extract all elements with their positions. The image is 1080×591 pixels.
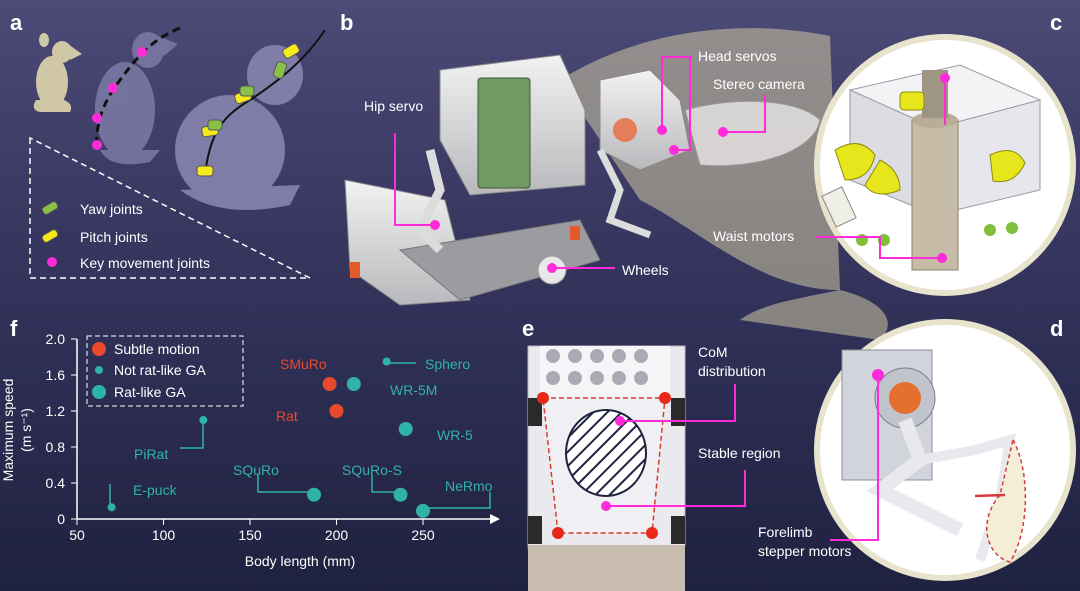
- d-leader-lines: [830, 369, 884, 541]
- panel-letter-b: b: [340, 10, 354, 35]
- data-point: [393, 487, 408, 502]
- legend-label: Not rat-like GA: [114, 362, 206, 378]
- e-leader-lines: [601, 384, 746, 511]
- com-ellipse: [565, 409, 647, 497]
- data-point: [107, 503, 116, 512]
- data-point-label: WR-5: [437, 427, 473, 443]
- circuit-board: [477, 77, 531, 189]
- label-stepper-1: Forelimb: [758, 524, 813, 540]
- data-point-label: NeRmo: [445, 478, 493, 494]
- data-point: [382, 357, 391, 366]
- label-hip-servo: Hip servo: [364, 98, 424, 114]
- rat-silhouette-beige: [33, 33, 82, 112]
- data-point: [329, 404, 344, 418]
- label-waist-motors: Waist motors: [713, 228, 795, 244]
- y-tick-label: 0: [57, 511, 65, 527]
- data-point-label: E-puck: [133, 482, 178, 498]
- point-leader-line: [180, 421, 204, 449]
- b-leader-lines: [394, 56, 766, 273]
- x-tick-label: 100: [152, 527, 176, 543]
- legend-triangle: [29, 136, 311, 279]
- data-point: [416, 503, 430, 518]
- label-com-2: distribution: [698, 363, 766, 379]
- y-tick-label: 0.4: [46, 475, 66, 491]
- legend-pitch-label: Pitch joints: [80, 229, 148, 245]
- key-joints: [92, 47, 147, 150]
- label-forepaw-1: Forepaw: [955, 366, 1010, 382]
- label-stable-region: Stable region: [698, 445, 781, 461]
- data-point-label: SQuRo: [233, 462, 279, 478]
- data-point: [307, 487, 322, 502]
- legend-marker: [95, 366, 103, 374]
- data-point-label: Sphero: [425, 356, 470, 372]
- panel-letter-a: a: [10, 10, 23, 35]
- legend-yaw-label: Yaw joints: [80, 201, 143, 217]
- y-tick-label: 2.0: [46, 331, 66, 347]
- label-forepaw-2: trajectory: [955, 386, 1013, 402]
- x-tick-label: 50: [69, 527, 85, 543]
- point-leader-line: [257, 475, 312, 493]
- data-point-label: SMuRo: [280, 356, 327, 372]
- support-points: [537, 392, 671, 539]
- label-com-1: CoM: [698, 344, 728, 360]
- y-axis-label: Maximum speed: [0, 379, 16, 482]
- y-axis-unit: (m s⁻¹): [18, 408, 34, 452]
- x-tick-label: 200: [325, 527, 349, 543]
- x-tick-label: 150: [238, 527, 262, 543]
- data-point-label: WR-5M: [390, 382, 437, 398]
- data-point: [346, 377, 361, 391]
- legend-label: Rat-like GA: [114, 384, 186, 400]
- yaw-joints: [207, 61, 288, 131]
- legend-key-label: Key movement joints: [80, 255, 210, 271]
- x-axis-arrow: [490, 514, 500, 524]
- e-holes: [546, 349, 648, 385]
- panel-letter-d: d: [1050, 316, 1064, 341]
- x-tick-label: 250: [411, 527, 435, 543]
- x-axis-label: Body length (mm): [245, 553, 355, 569]
- legend-yaw-icon: [41, 201, 59, 215]
- y-tick-label: 1.6: [46, 367, 66, 383]
- rat-head-shell: [684, 100, 821, 167]
- label-stepper-2: stepper motors: [758, 543, 852, 559]
- label-wheels: Wheels: [622, 262, 669, 278]
- legend-key-icon: [47, 257, 57, 267]
- y-tick-label: 1.2: [46, 403, 66, 419]
- panel-letter-f: f: [10, 316, 18, 341]
- data-point-label: SQuRo-S: [342, 462, 402, 478]
- panel-letter-e: e: [522, 316, 535, 341]
- legend-pitch-icon: [41, 229, 59, 243]
- data-point: [199, 416, 208, 424]
- y-tick-label: 0.8: [46, 439, 66, 455]
- legend-label: Subtle motion: [114, 341, 200, 357]
- point-leader-line: [424, 492, 491, 509]
- label-stereo-camera: Stereo camera: [713, 76, 805, 92]
- data-point-label: Rat: [276, 408, 298, 424]
- label-head-servos: Head servos: [698, 48, 777, 64]
- data-point-label: PiRat: [134, 446, 168, 462]
- c-leader-lines: [815, 73, 950, 263]
- panel-letter-c: c: [1050, 10, 1063, 35]
- legend-box: [86, 335, 244, 407]
- legend-marker: [92, 385, 106, 399]
- spine-dashed-line: [95, 26, 181, 151]
- forepaw-trajectory: [986, 437, 1027, 563]
- point-leader-line: [371, 475, 398, 493]
- callout-cone-to-d: [740, 290, 888, 340]
- legend-marker: [92, 342, 106, 356]
- data-point: [322, 377, 337, 391]
- data-point: [398, 422, 413, 436]
